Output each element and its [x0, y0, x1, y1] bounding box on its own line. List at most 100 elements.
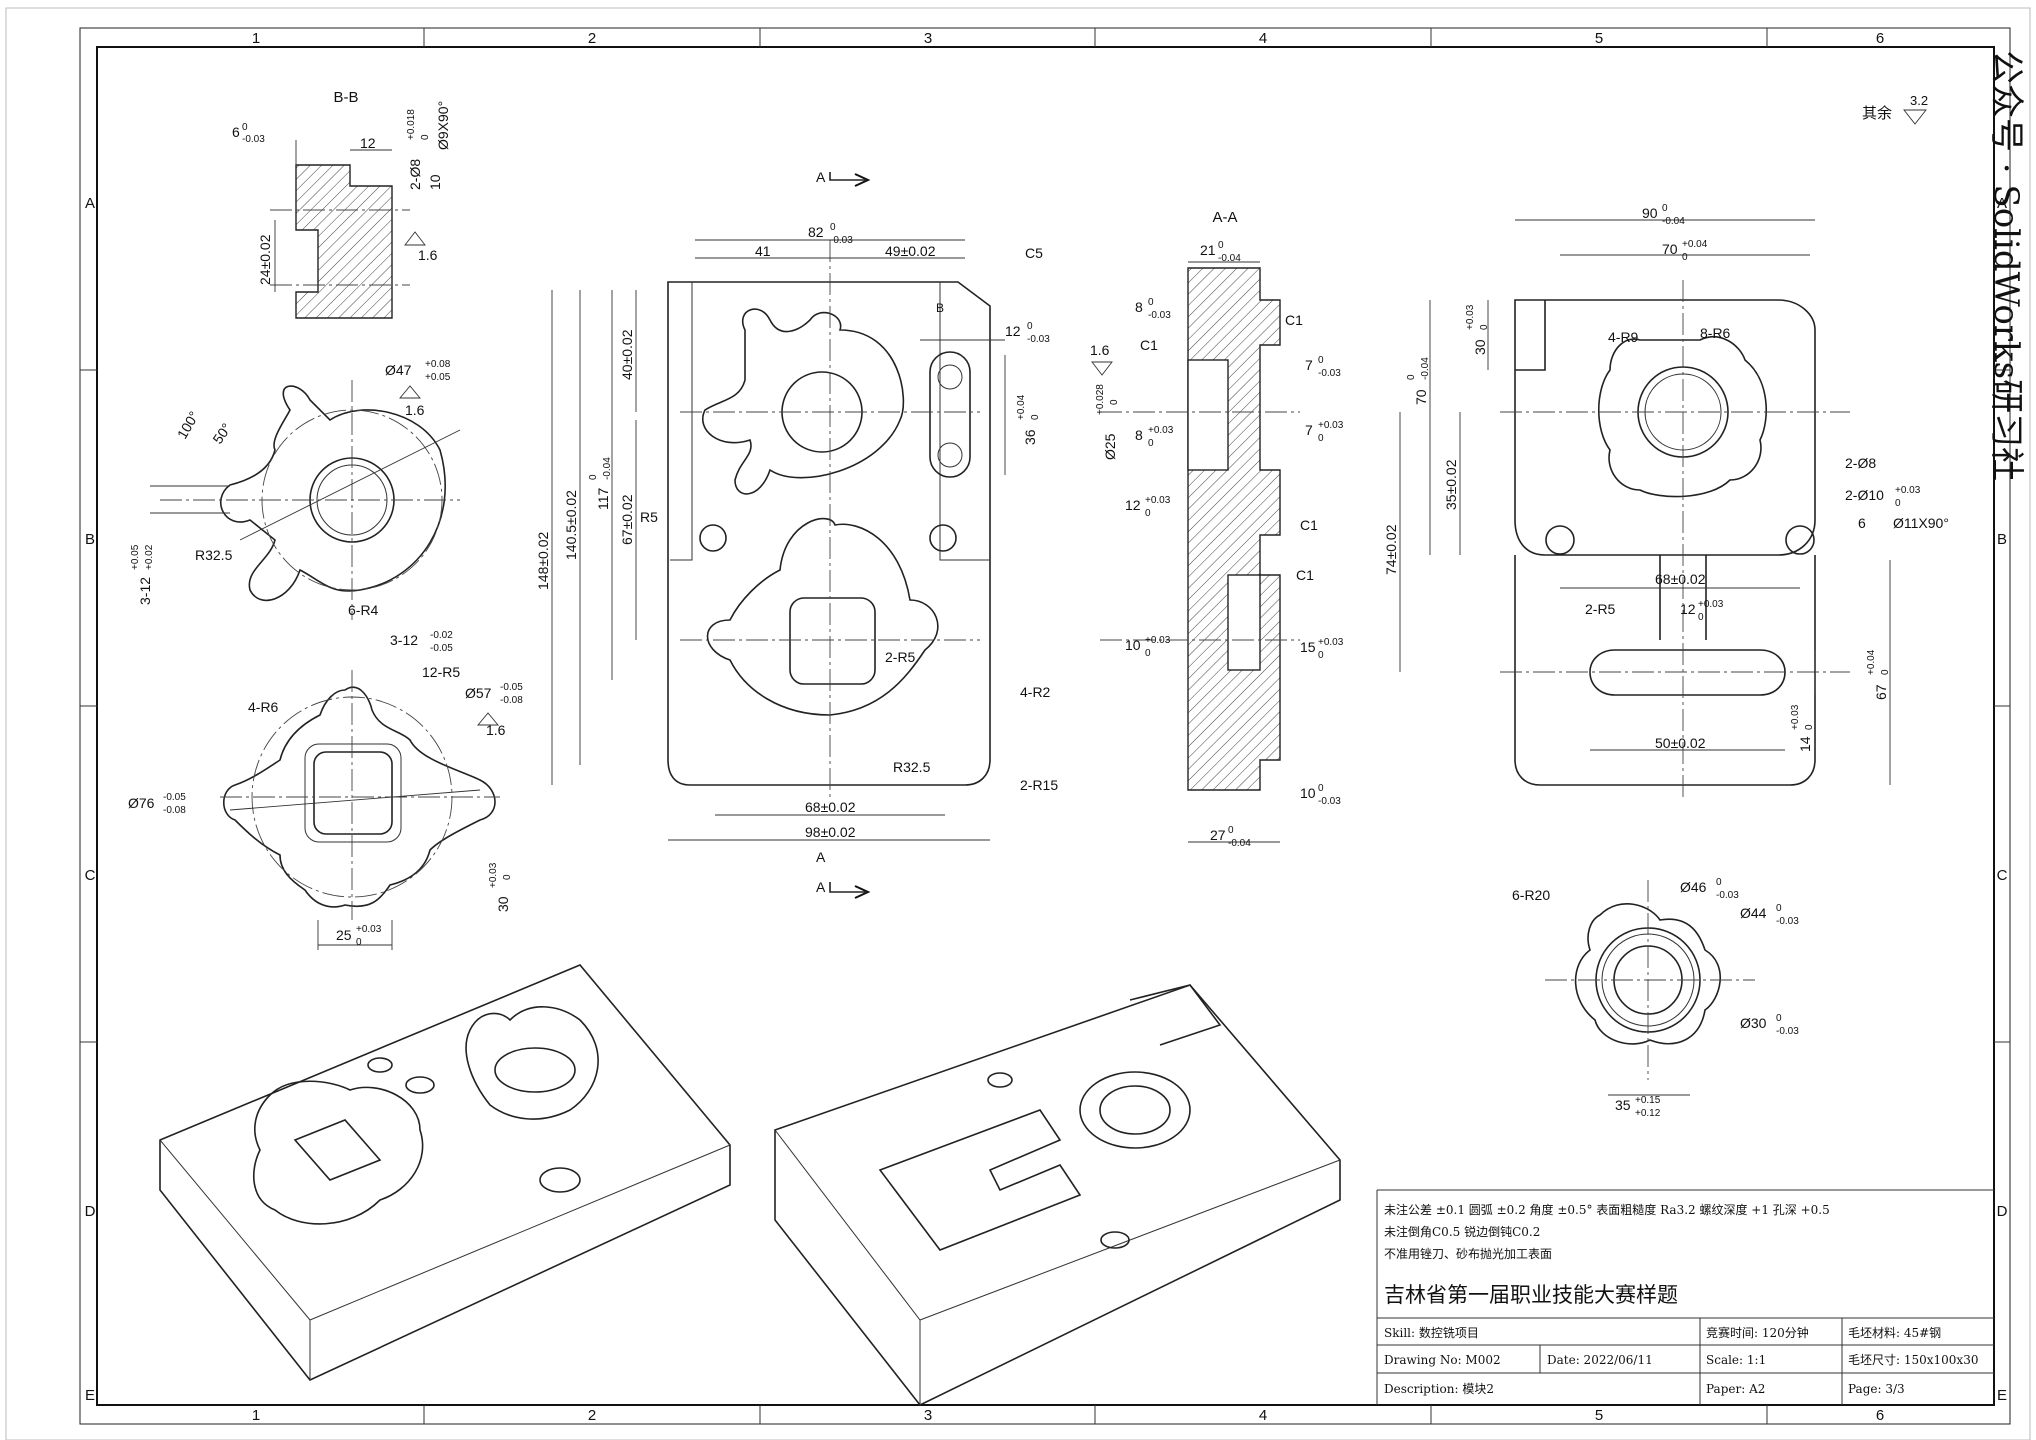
col-label-4: 4 — [1259, 30, 1267, 47]
row-label-a-right: A — [1997, 195, 2007, 212]
roughness-note-label: 其余 — [1862, 104, 1892, 122]
section-a-label-top2: A — [816, 169, 826, 185]
dim-aa-15: 15 — [1300, 639, 1316, 655]
dim-aa-c1c: C1 — [1300, 517, 1318, 533]
dim-aa-8b: 8 — [1135, 427, 1143, 443]
dim-rp-12: 12 — [1680, 601, 1696, 617]
dim-aa-10b-lo: -0.03 — [1318, 796, 1341, 807]
row-label-e: E — [85, 1387, 95, 1404]
dim-nd-phi44: Ø44 — [1740, 905, 1767, 921]
dim-aa-21-up: 0 — [1218, 240, 1224, 251]
dim-aa-15-up: +0.03 — [1318, 637, 1344, 648]
rough-bb: 1.6 — [418, 247, 438, 263]
view-detail-bottom: 3-12 -0.02 -0.05 12-R5 4-R6 Ø57 -0.05 -0… — [128, 630, 523, 950]
dim-aa-8a-up: 0 — [1148, 297, 1154, 308]
dim-fv-117: 117 — [595, 487, 611, 510]
dim-aa-7a: 7 — [1305, 357, 1313, 373]
dim-aa-7b-lo: 0 — [1318, 433, 1324, 444]
col-label-1-bottom: 1 — [252, 1407, 260, 1424]
dim-db-phi57-up: -0.05 — [500, 682, 523, 693]
dim-bb-6: 6 — [232, 124, 240, 140]
dim-rp-90: 90 — [1642, 205, 1658, 221]
dim-rp-74: 74±0.02 — [1383, 524, 1399, 575]
col-label-4-bottom: 4 — [1259, 1407, 1267, 1424]
dim-bb-6-up: 0 — [242, 122, 248, 133]
technical-notes: 未注公差 ±0.1 圆弧 ±0.2 角度 ±0.5° 表面粗糙度 Ra3.2 螺… — [1376, 1189, 1994, 1405]
dim-rp-30-up: +0.03 — [1465, 304, 1476, 330]
iso-view-right-part — [774, 984, 1341, 1407]
dim-fv-12-lo: -0.03 — [1027, 334, 1050, 345]
dim-aa-10b-up: 0 — [1318, 783, 1324, 794]
view-section-bb: B-B 6 0 -0.03 12 24±0.02 2-Ø8 +0.018 0 Ø… — [232, 89, 451, 319]
dim-rp-67-up: +0.04 — [1866, 649, 1877, 675]
dim-db-25-lo: 0 — [356, 937, 362, 948]
watermark-text: 公众号 · SolidWorks研习社 — [1986, 50, 2026, 481]
dim-rp-14-lo: 0 — [1804, 724, 1815, 730]
dim-fv-82: 82 — [808, 224, 824, 240]
row-label-b-right: B — [1997, 531, 2007, 548]
dim-rp-phi11: Ø11X90° — [1893, 515, 1949, 531]
row-label-d: D — [85, 1203, 96, 1220]
view-detail-top: Ø47 +0.08 +0.05 1.6 100° 50° R32.5 3-12 … — [130, 359, 461, 620]
view-front: A A A B 82 0 -0.03 41 49±0.02 C5 12 0 -0… — [535, 169, 1058, 899]
dim-rp-depth6: 6 — [1858, 515, 1866, 531]
section-a-label-bottom: A — [816, 879, 826, 895]
dim-aa-8b-lo: 0 — [1148, 438, 1154, 449]
dim-rp-2-10-up: +0.03 — [1895, 485, 1921, 496]
dim-nd-35-up: +0.15 — [1635, 1095, 1661, 1106]
row-label-e-right: E — [1997, 1387, 2007, 1404]
row-label-c: C — [85, 867, 96, 884]
dim-aa-8a-lo: -0.03 — [1148, 310, 1171, 321]
roughness-note-value: 3.2 — [1910, 93, 1928, 108]
dim-fv-68: 68±0.02 — [805, 799, 856, 815]
dim-fv-36: 36 — [1022, 429, 1038, 445]
dim-db-phi57: Ø57 — [465, 685, 492, 701]
dim-db-phi76-up: -0.05 — [163, 792, 186, 803]
dim-fv-117-up: 0 — [588, 474, 599, 480]
dim-bb-tol-lo: 0 — [420, 134, 431, 140]
dim-aa-7a-up: 0 — [1318, 355, 1324, 366]
dim-rp-90-up: 0 — [1662, 203, 1668, 214]
dim-rp-14-up: +0.03 — [1790, 704, 1801, 730]
dim-aa-27-up: 0 — [1228, 825, 1234, 836]
view-right-part: 其余 3.2 90 0 -0.04 70 — [1383, 93, 1949, 800]
dim-rp-14: 14 — [1797, 736, 1813, 752]
dim-rp-68: 68±0.02 — [1655, 571, 1706, 587]
note-line-2: 未注倒角C0.5 锐边倒钝C0.2 — [1384, 1224, 1540, 1239]
dim-nd-phi30: Ø30 — [1740, 1015, 1767, 1031]
dim-rp-70v-lo: -0.04 — [1420, 357, 1431, 380]
dim-rp-2-10-lo: 0 — [1895, 498, 1901, 509]
dim-bb-6-lo: -0.03 — [242, 134, 265, 145]
dim-rp-2r5: 2-R5 — [1585, 601, 1616, 617]
dim-nd-phi30-up: 0 — [1776, 1013, 1782, 1024]
dim-rp-12-lo: 0 — [1698, 612, 1704, 623]
dim-db-25: 25 — [336, 927, 352, 943]
dim-db-30-up: +0.03 — [488, 862, 499, 888]
dim-aa-c1b: C1 — [1140, 337, 1158, 353]
rough-dt: 1.6 — [405, 402, 425, 418]
dim-fv-148: 148±0.02 — [535, 531, 551, 590]
col-label-5-bottom: 5 — [1595, 1407, 1603, 1424]
dim-nd-35: 35 — [1615, 1097, 1631, 1113]
dim-aa-7a-lo: -0.03 — [1318, 368, 1341, 379]
dim-rp-70v-up: 0 — [1406, 374, 1417, 380]
dim-rp-70: 70 — [1662, 241, 1678, 257]
title-block-date: Date: 2022/06/11 — [1547, 1353, 1653, 1367]
dim-rp-30-lo: 0 — [1479, 324, 1490, 330]
watermark: 公众号 · SolidWorks研习社 — [1986, 50, 2026, 481]
dim-db-3-12: 3-12 — [390, 632, 418, 648]
dim-fv-41: 41 — [755, 243, 771, 259]
row-label-d-right: D — [1997, 1203, 2008, 1220]
title-block-blank-size: 毛坯尺寸: 150x100x30 — [1848, 1353, 1978, 1367]
dim-nd-35-lo: +0.12 — [1635, 1108, 1661, 1119]
dim-db-12r5: 12-R5 — [422, 664, 460, 680]
dim-rp-35: 35±0.02 — [1443, 459, 1459, 510]
dim-dt-phi47: Ø47 — [385, 362, 412, 378]
dim-rp-67-lo: 0 — [1880, 669, 1891, 675]
col-label-2-bottom: 2 — [588, 1407, 596, 1424]
dim-aa-27-lo: -0.04 — [1228, 838, 1251, 849]
dim-rp-30: 30 — [1472, 339, 1488, 355]
dim-aa-12-up: +0.03 — [1145, 495, 1171, 506]
dim-db-3-12-up: -0.02 — [430, 630, 453, 641]
